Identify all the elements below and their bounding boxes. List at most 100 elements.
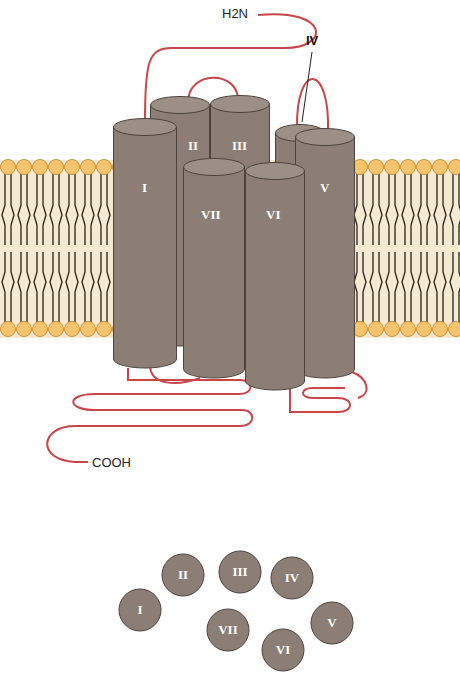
lipid-part: [450, 252, 453, 322]
circle-outline: [207, 609, 249, 651]
helix-circle: II: [161, 553, 205, 597]
cylinder-top: [184, 159, 245, 176]
lipid-part: [65, 160, 80, 175]
lipid-part: [11, 174, 14, 245]
helix-number: III: [232, 564, 247, 580]
lipid-part: [97, 160, 112, 175]
lipid-part: [379, 174, 382, 245]
lipid-part: [385, 322, 400, 337]
lipid-part: [91, 252, 94, 322]
helix-number: IV: [285, 570, 299, 586]
cylinder-top: [211, 96, 270, 113]
helix-cylinder: VI: [245, 162, 305, 390]
lipid-part: [369, 160, 384, 175]
cylinder-body: [184, 167, 245, 378]
leader-line: [302, 52, 312, 122]
lipid-part: [91, 174, 94, 245]
lipid-part: [33, 322, 48, 337]
lipid-part: [427, 174, 430, 245]
lipid-part: [17, 322, 32, 337]
lipid-part: [59, 252, 62, 322]
shape-outline: [245, 162, 305, 390]
lipid-part: [450, 174, 453, 245]
lipid-part: [98, 174, 101, 245]
lipid-part: [418, 252, 421, 322]
helix-number: V: [320, 180, 329, 196]
helix-cylinder: VII: [183, 158, 245, 378]
lipid-part: [107, 252, 110, 322]
lipid-part: [449, 160, 460, 175]
cylinder-top: [151, 97, 210, 114]
peptide-chain: [47, 14, 366, 462]
lipid-part: [49, 322, 64, 337]
helix-circle: VI: [261, 628, 305, 672]
cylinder-top: [296, 129, 355, 146]
lipid-part: [17, 160, 32, 175]
helix-circle: IV: [270, 556, 314, 600]
lipid-part: [81, 160, 96, 175]
lipid-part: [427, 252, 430, 322]
circle-outline: [162, 554, 204, 596]
lipid-part: [385, 160, 400, 175]
terminus-label: COOH: [92, 455, 131, 470]
lipid-part: [50, 174, 53, 245]
helix-circle: V: [310, 601, 354, 645]
lipid-part: [401, 160, 416, 175]
lipid-part: [395, 252, 398, 322]
helix-number: V: [327, 615, 336, 631]
lipid-part: [417, 160, 432, 175]
lipid-part: [433, 160, 448, 175]
lipid-part: [27, 252, 30, 322]
lipid-part: [43, 174, 46, 245]
lipid-part: [459, 252, 460, 322]
lipid-part: [1, 160, 16, 175]
helix-number: IV: [306, 33, 318, 48]
lipid-part: [34, 252, 37, 322]
cylinder-body: [114, 127, 177, 368]
helix-circle: III: [218, 550, 262, 594]
lipid-part: [417, 322, 432, 337]
lipid-part: [2, 252, 5, 322]
circle-outline: [119, 589, 161, 631]
lipid-part: [59, 174, 62, 245]
lipid-part: [75, 174, 78, 245]
lipid-part: [98, 252, 101, 322]
lipid-part: [363, 252, 366, 322]
lipid-part: [43, 252, 46, 322]
helix-number: VII: [218, 622, 238, 638]
lipid-part: [11, 252, 14, 322]
lipid-part: [386, 252, 389, 322]
helix-number: I: [142, 180, 147, 196]
lipid-part: [33, 160, 48, 175]
lipid-part: [402, 174, 405, 245]
lipid-part: [449, 322, 460, 337]
lipid-part: [34, 174, 37, 245]
lipid-part: [370, 252, 373, 322]
lipid-part: [107, 174, 110, 245]
lipid-part: [49, 160, 64, 175]
lipid-part: [433, 322, 448, 337]
lipid-part: [18, 174, 21, 245]
lipid-part: [27, 174, 30, 245]
shape-outline: [183, 158, 245, 378]
helix-cylinder: I: [113, 118, 177, 368]
terminus-label: H2N: [222, 6, 248, 21]
helix-number: VI: [276, 642, 290, 658]
lipid-part: [418, 174, 421, 245]
lipid-part: [82, 252, 85, 322]
circle-outline: [271, 557, 313, 599]
helix-circle: I: [118, 588, 162, 632]
lipid-part: [386, 174, 389, 245]
lipid-part: [82, 174, 85, 245]
circle-outline: [219, 551, 261, 593]
lipid-part: [443, 174, 446, 245]
lipid-part: [395, 174, 398, 245]
shape-outline: [113, 118, 177, 368]
lipid-part: [2, 174, 5, 245]
lipid-part: [363, 174, 366, 245]
lipid-part: [369, 322, 384, 337]
lipid-part: [411, 174, 414, 245]
helix-number: VI: [266, 207, 280, 223]
lipid-part: [50, 252, 53, 322]
circle-outline: [262, 629, 304, 671]
